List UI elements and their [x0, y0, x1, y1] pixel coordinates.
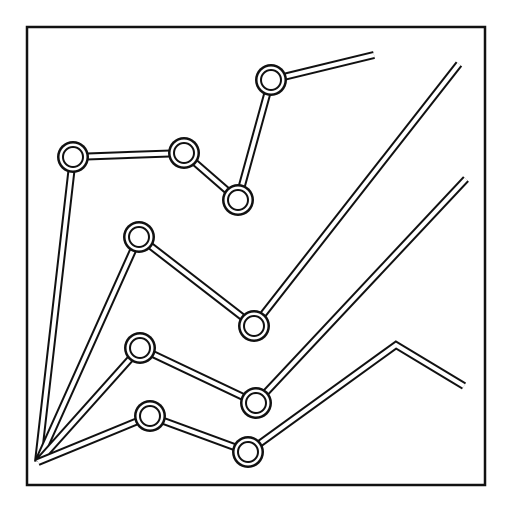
- line-series-1-marker-1: [57, 141, 89, 173]
- line-series-1-marker-3: [222, 184, 254, 216]
- line-series-2-marker-1: [123, 221, 155, 253]
- line-series-1-fill: [36, 53, 375, 463]
- line-series-3-fill: [36, 177, 468, 464]
- line-series-3-marker-2: [240, 387, 272, 419]
- line-series-1-marker-4: [255, 64, 287, 96]
- line-series-2-marker-2: [238, 310, 270, 342]
- line-series-4-marker-2: [232, 436, 264, 468]
- series-layer: [34, 51, 469, 466]
- line-series-1-marker-2: [168, 137, 200, 169]
- line-series-4-marker-1: [134, 400, 166, 432]
- line-series-3-marker-1: [124, 332, 156, 364]
- marker-layer: [57, 64, 287, 468]
- line-series-2-fill: [36, 62, 461, 463]
